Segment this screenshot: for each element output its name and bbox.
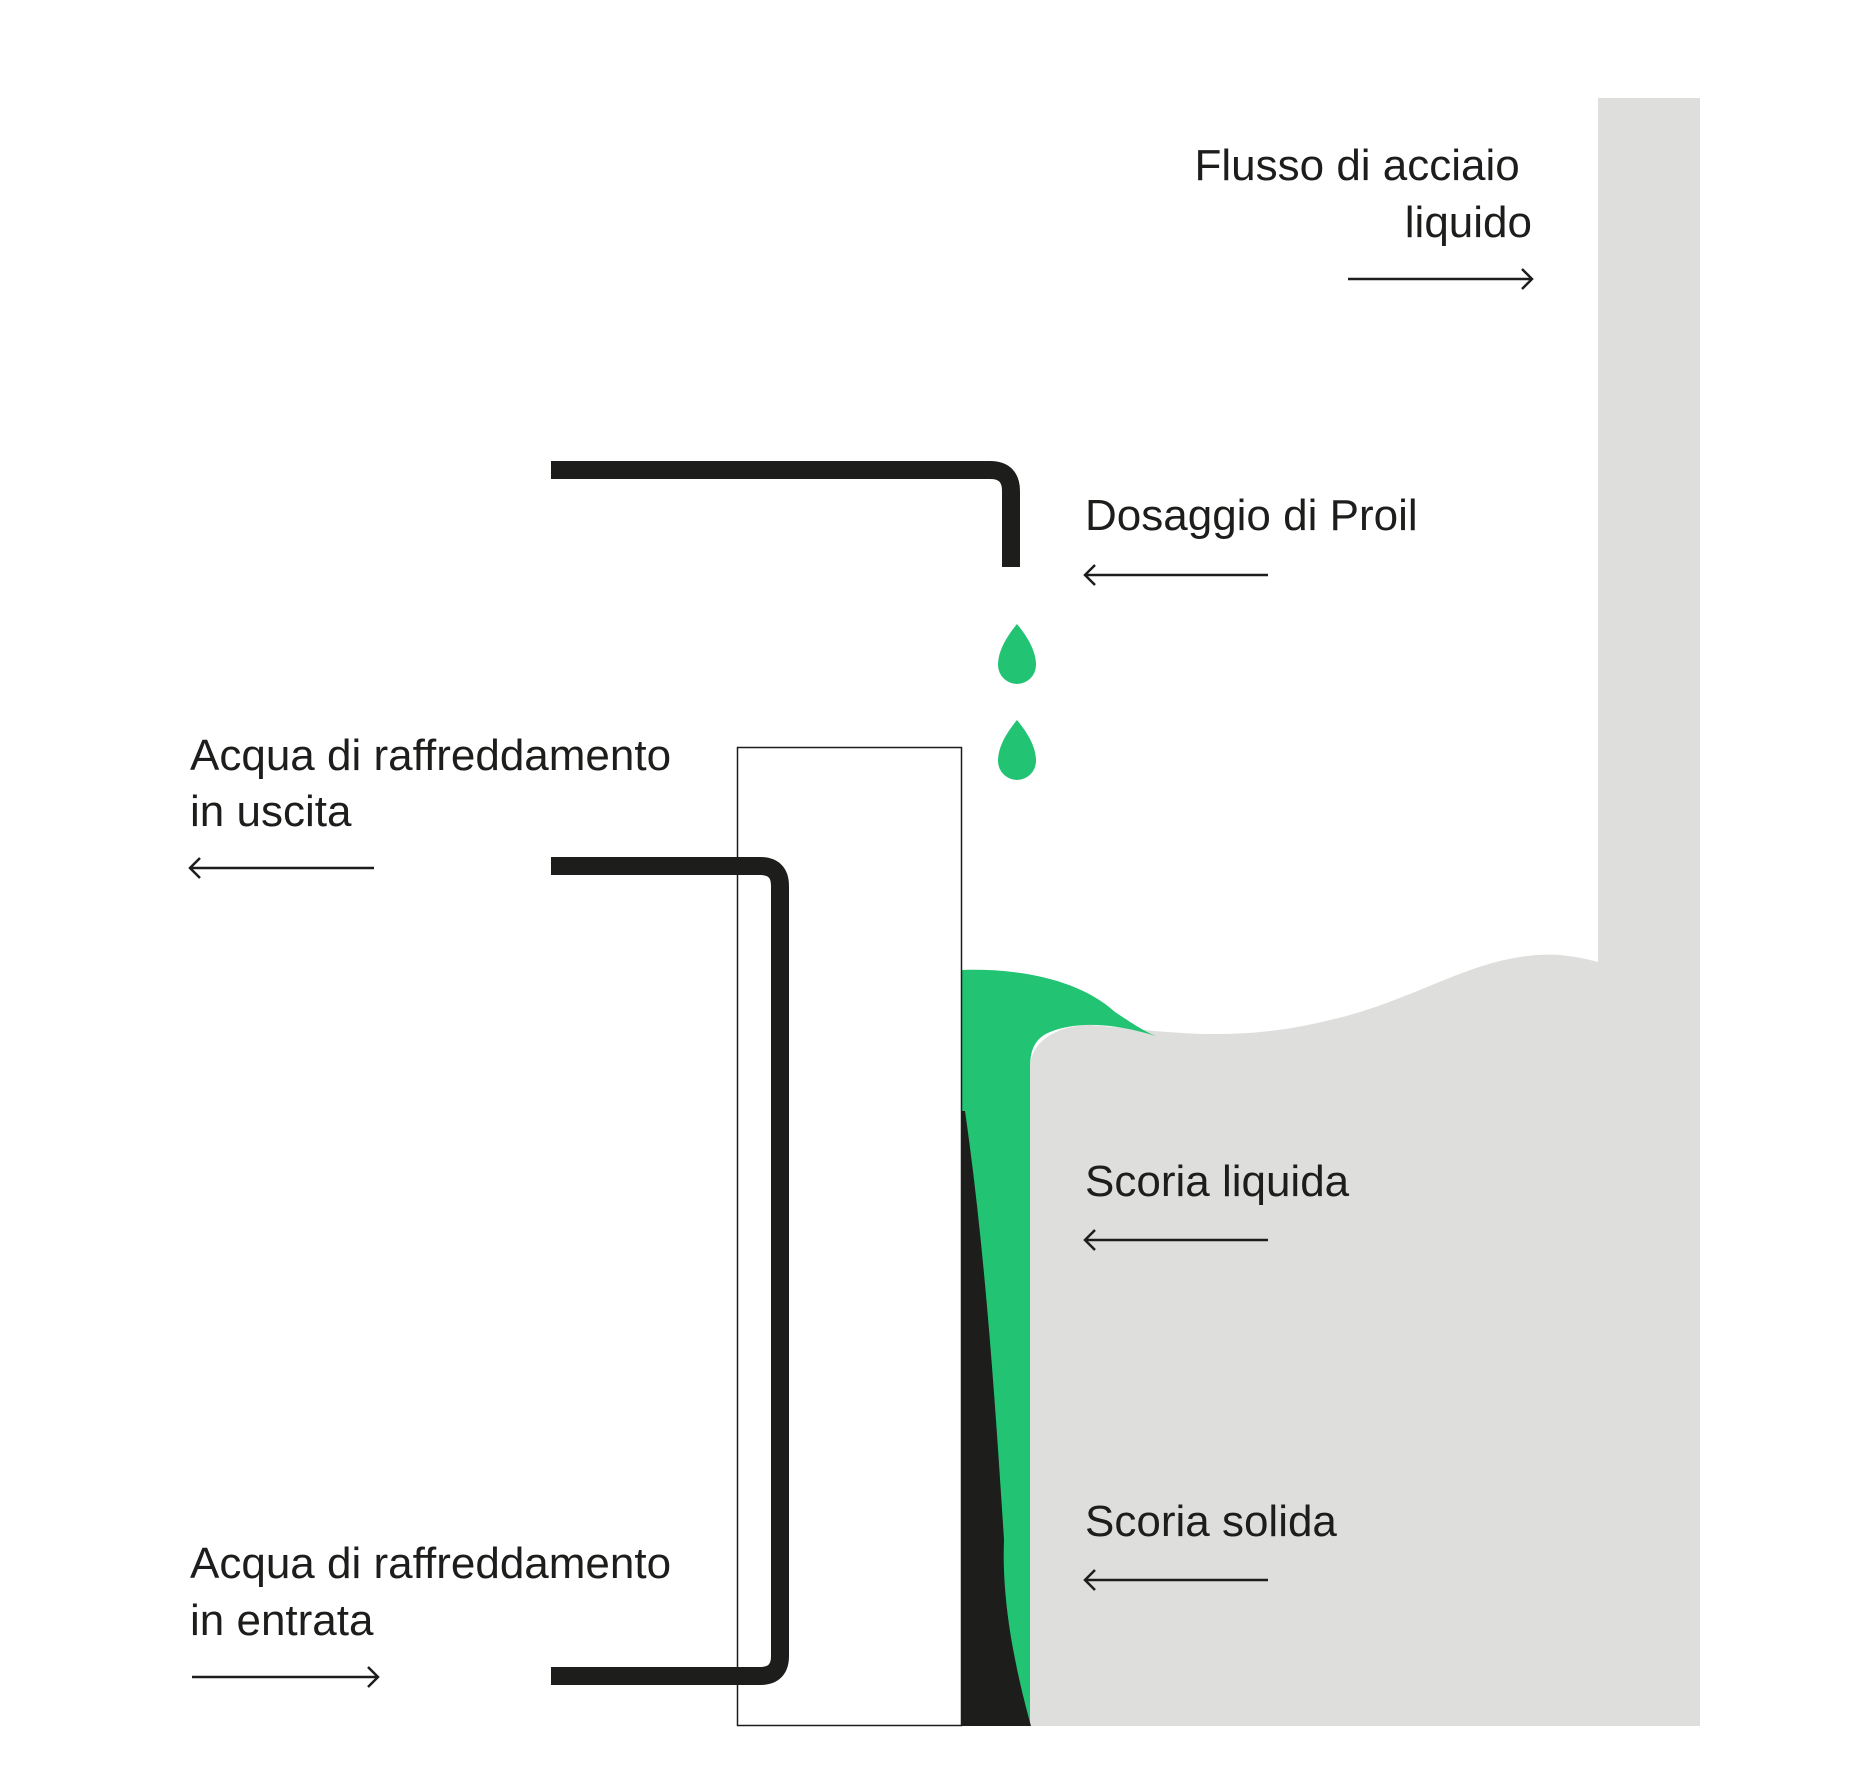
left-arrow-icon [1083,1229,1268,1251]
cooling-water-in-label: Acqua di raffreddamento in entrata [190,1539,683,1645]
right-arrow-icon [192,1666,380,1688]
cooling-water-pipe [551,857,789,1685]
proil-drop-icon [998,624,1036,684]
cooling-panel [736,746,963,1727]
liquid-slag-label: Scoria liquida [1085,1157,1350,1206]
solid-slag-label: Scoria solida [1085,1497,1337,1546]
solid-slag-layer [961,1111,1031,1726]
liquid-steel-flow-line-2: liquido [1405,198,1532,247]
liquid-steel-flow-line-1: Flusso di acciaio [1195,141,1520,190]
liquid-slag-layer [962,969,1156,1726]
cooling-water-in-line-1: Acqua di raffreddamento [190,1539,671,1588]
left-arrow-icon [1083,1569,1268,1591]
liquid-steel-body [1030,98,1700,1726]
proil-dosing-pipe [551,461,1020,567]
cooling-water-out-label: Acqua di raffreddamento in uscita [190,731,683,836]
left-arrow-icon [188,857,374,879]
cooling-water-in-line-2: in entrata [190,1596,374,1645]
cooling-water-out-line-1: Acqua di raffreddamento [190,731,671,780]
proil-dosing-label: Dosaggio di Proil [1085,491,1418,540]
liquid-steel-flow-label: Flusso di acciaio liquido [1195,141,1533,247]
right-arrow-icon [1348,268,1534,290]
cooling-water-out-line-2: in uscita [190,787,352,836]
left-arrow-icon [1083,564,1268,586]
proil-drop-icon [998,720,1036,780]
